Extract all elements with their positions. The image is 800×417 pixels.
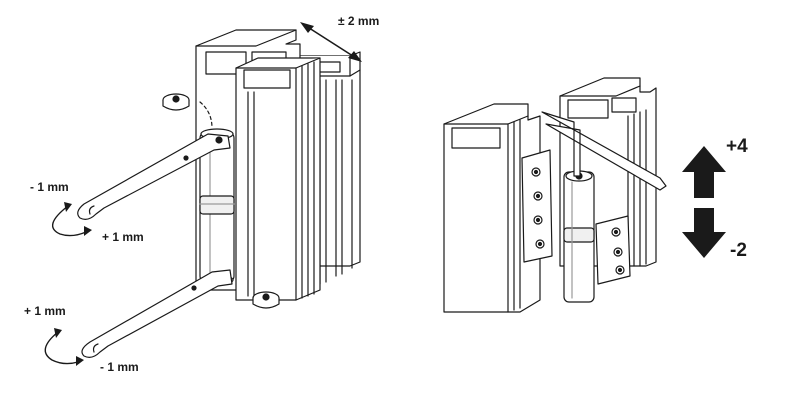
right-hinge-plate-left [521,149,553,263]
right-hinge-barrel [563,170,595,303]
height-up-arrow [682,146,726,198]
height-down-arrow [682,208,726,258]
height-up-label: +4 [726,136,748,157]
upper-minus-label: - 1 mm [30,180,69,194]
cover-cap-top [162,93,190,111]
right-profile-assembly [443,77,667,313]
lower-hinge-hook [81,269,233,358]
upper-plus-label: + 1 mm [102,230,144,244]
cap-guide-line [199,101,213,129]
lower-plus-label: + 1 mm [24,304,66,318]
upper-rotation-arrow [51,202,92,237]
lower-minus-label: - 1 mm [100,360,139,374]
right-hinge-plate-right [595,215,631,285]
upper-hinge-hook [77,133,231,220]
depth-adjust-arrow [300,22,362,62]
sash-profile-front [235,57,321,301]
depth-adjust-label: ± 2 mm [338,14,380,28]
right-sash-profile [443,103,541,313]
left-profile-assembly [77,29,361,358]
lower-rotation-arrow [44,328,84,366]
height-down-label: -2 [730,240,747,261]
cover-cap-bottom [252,291,280,309]
hex-key [541,111,667,191]
